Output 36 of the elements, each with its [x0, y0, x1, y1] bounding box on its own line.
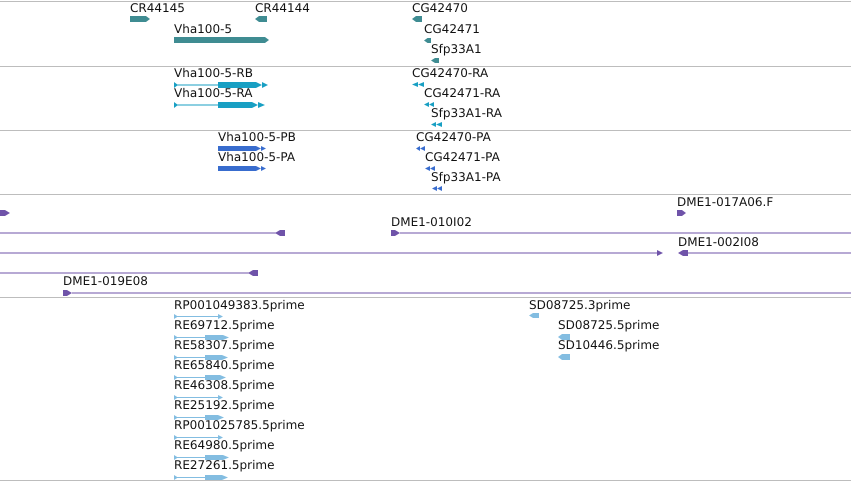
feature-label: RE58307.5prime	[174, 339, 274, 352]
feature-label: RE69712.5prime	[174, 319, 274, 332]
feature-label: Sfp33A1-RA	[431, 107, 502, 120]
feature-label: DME1-010I02	[391, 216, 472, 229]
feature-label: RE25192.5prime	[174, 399, 274, 412]
feature-label: Vha100-5-PA	[218, 151, 296, 164]
feature-label: DME1-002I08	[678, 236, 759, 249]
feature-label: CG42470-PA	[416, 131, 491, 144]
feature-label: RE64980.5prime	[174, 439, 274, 452]
feature-label: DME1-017A06.F	[677, 196, 774, 209]
feature-label: CG42471-RA	[424, 87, 500, 100]
feature-label: CG42471-PA	[425, 151, 500, 164]
feature-label: RE27261.5prime	[174, 459, 274, 472]
feature-label: Vha100-5-PB	[218, 131, 296, 144]
feature-label: RP001049383.5prime	[174, 299, 305, 312]
feature-label: CG42470	[412, 2, 468, 15]
feature-label: Sfp33A1-PA	[431, 171, 501, 184]
clone-line	[0, 210, 10, 216]
clone-line	[0, 250, 663, 256]
feature-label: SD08725.3prime	[529, 299, 630, 312]
feature-label: CR44144	[255, 2, 310, 15]
feature-label: CG42470-RA	[412, 67, 488, 80]
clone-line	[0, 270, 258, 276]
feature-label: DME1-019E08	[63, 275, 148, 288]
feature-label: RP001025785.5prime	[174, 419, 305, 432]
feature-label: CG42471	[424, 23, 480, 36]
feature-label: Vha100-5-RB	[174, 67, 253, 80]
feature-label: Sfp33A1	[431, 43, 482, 56]
feature-label: SD10446.5prime	[558, 339, 660, 352]
feature-label: SD08725.5prime	[558, 319, 660, 332]
feature-label: Vha100-5	[174, 23, 232, 36]
feature-label: RE46308.5prime	[174, 379, 274, 392]
feature-label: Vha100-5-RA	[174, 87, 252, 100]
feature-label: CR44145	[130, 2, 185, 15]
feature-label: RE65840.5prime	[174, 359, 274, 372]
clone-line	[0, 230, 285, 236]
